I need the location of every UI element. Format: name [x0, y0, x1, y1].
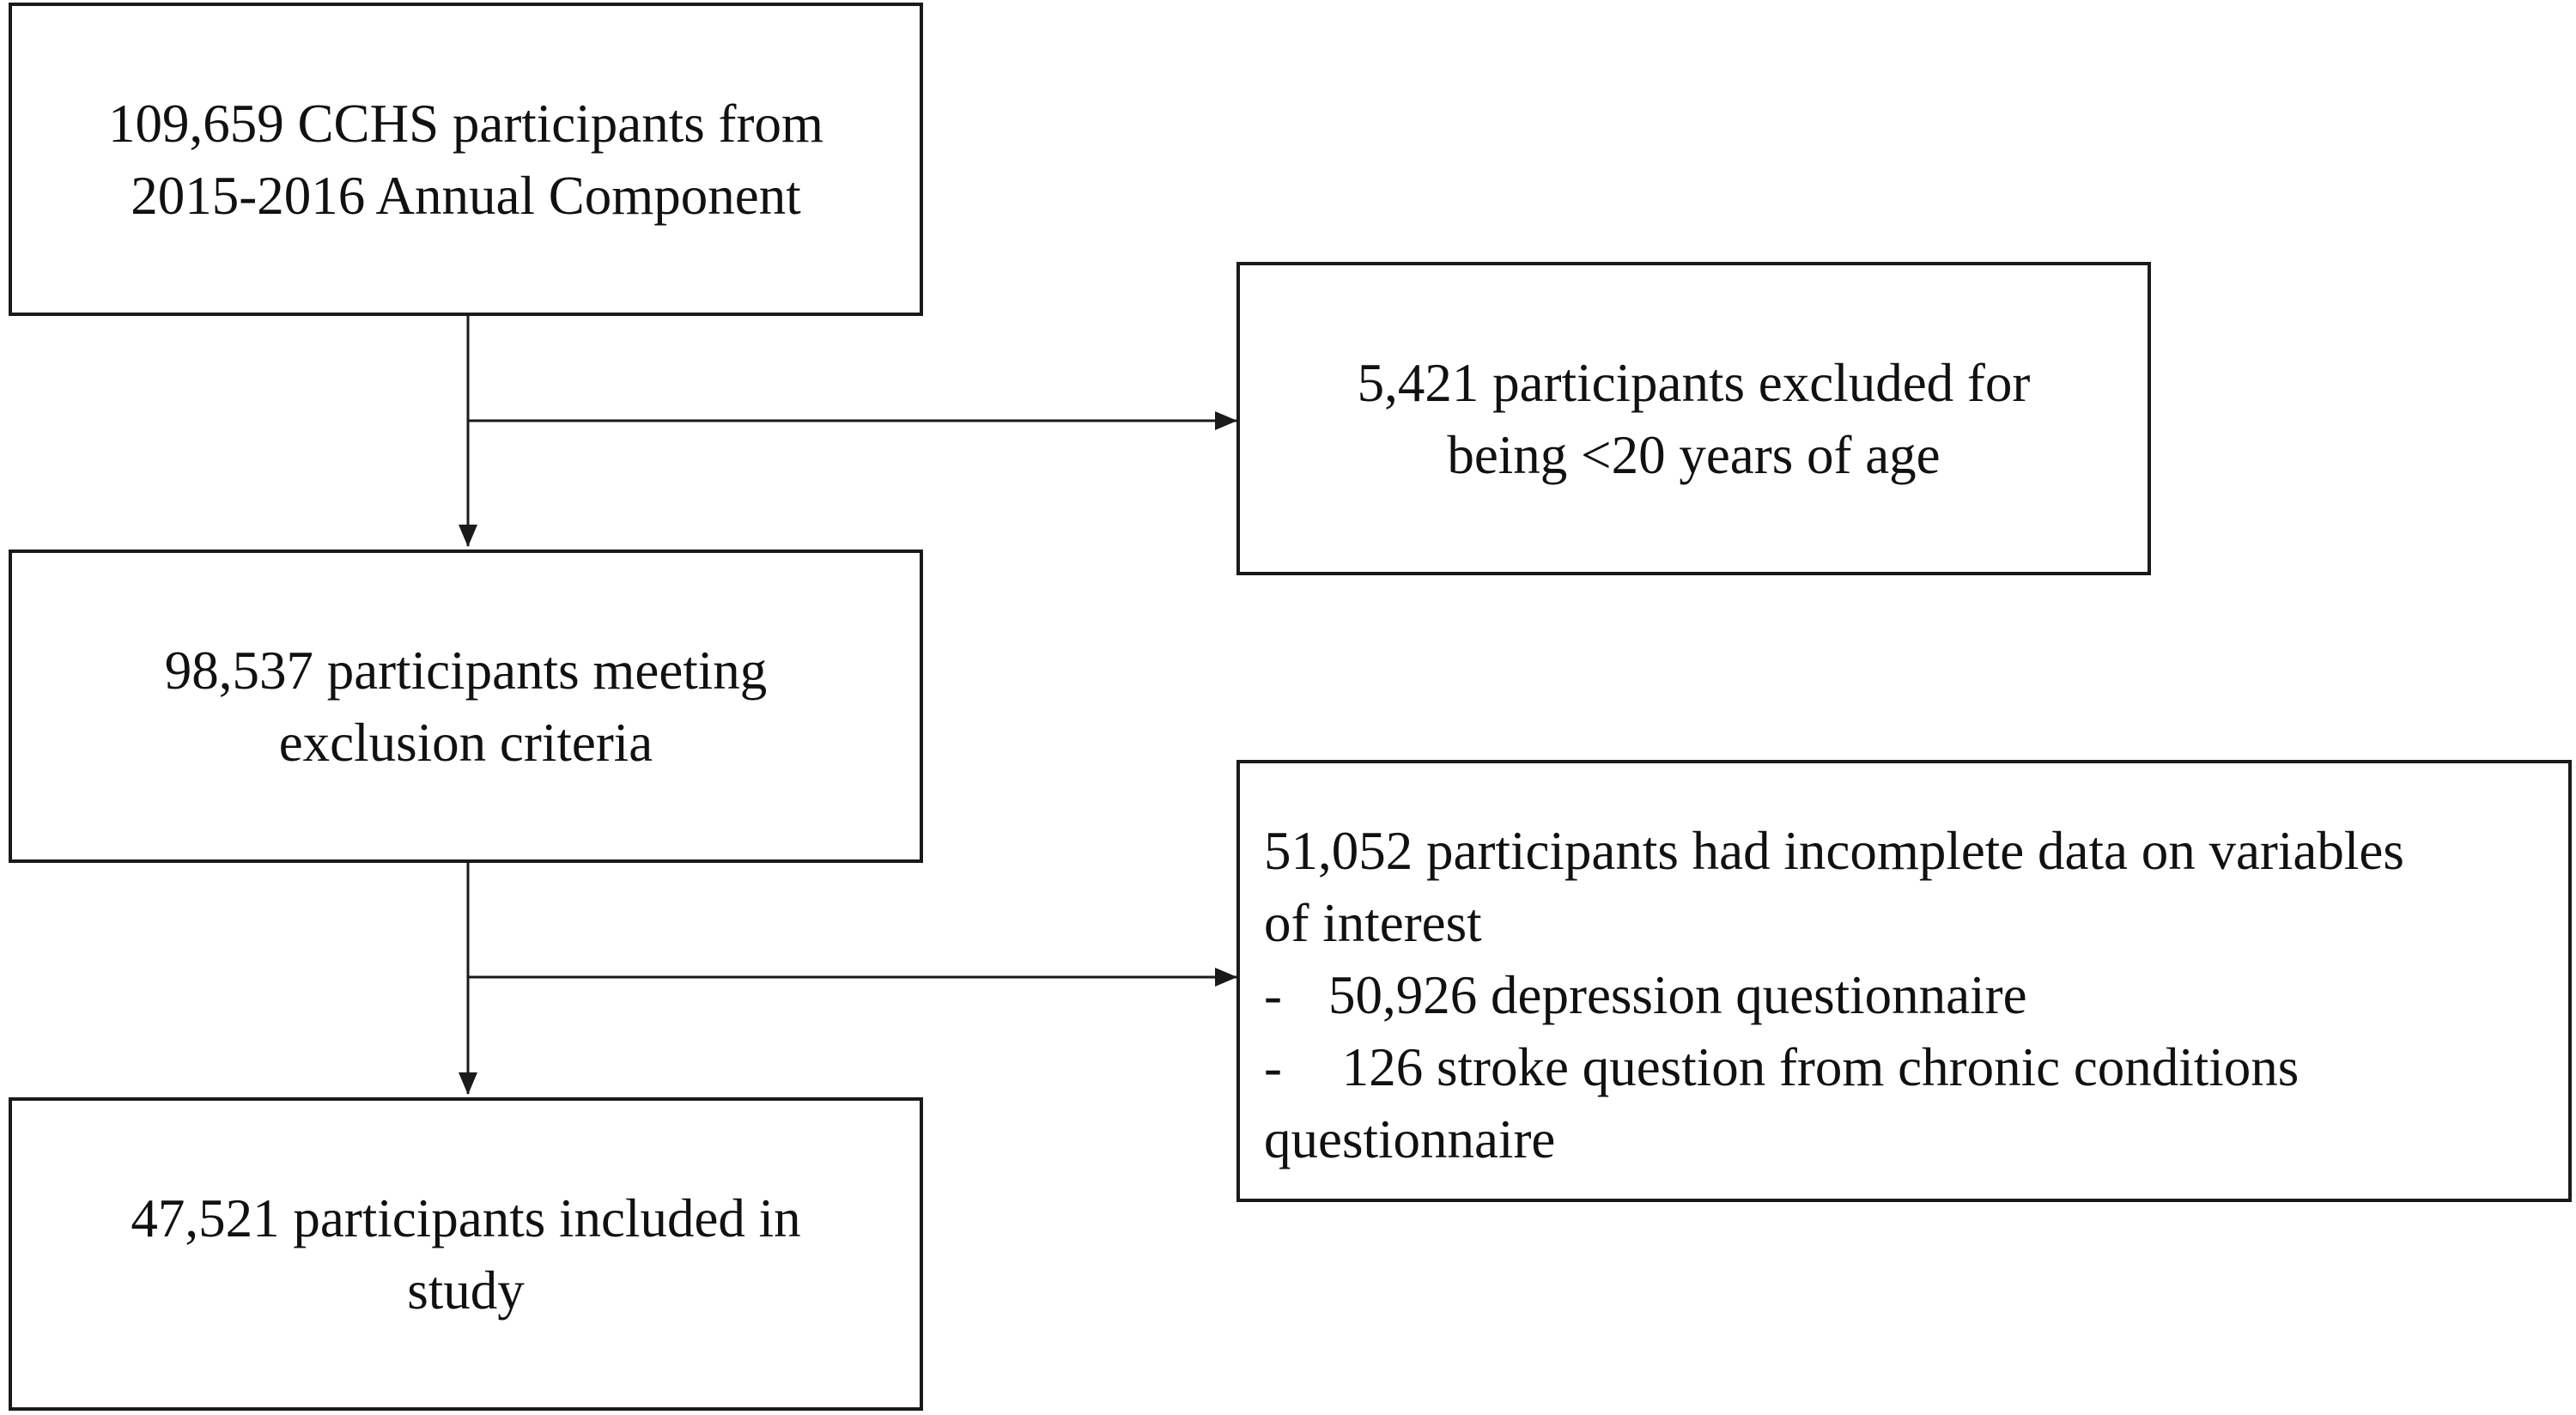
meeting-criteria-line-2: exclusion criteria [278, 712, 653, 773]
included-line-1: 47,521 participants included in [131, 1187, 801, 1248]
incomplete-item-text: 50,926 depression questionnaire [1328, 965, 2027, 1025]
incomplete-item-depression: - 50,926 depression questionnaire [1264, 959, 2568, 1031]
start-box: 109,659 CCHS participants from 2015-2016… [9, 3, 923, 316]
age-exclusion-line-1: 5,421 participants excluded for [1357, 352, 2031, 413]
incomplete-continuation: questionnaire [1264, 1109, 1556, 1169]
incomplete-exclusion-box: 51,052 participants had incomplete data … [1236, 760, 2572, 1202]
incomplete-heading-line-1: 51,052 participants had incomplete data … [1264, 821, 2404, 881]
age-exclusion-box: 5,421 participants excluded for being <2… [1236, 262, 2151, 575]
included-box: 47,521 participants included in study [9, 1097, 923, 1411]
start-line-2: 2015-2016 Annual Component [131, 165, 801, 226]
start-line-1: 109,659 CCHS participants from [108, 93, 823, 154]
bullet-dash: - [1264, 965, 1282, 1025]
age-exclusion-line-2: being <20 years of age [1447, 424, 1941, 485]
incomplete-item-stroke: - 126 stroke question from chronic condi… [1264, 1031, 2568, 1103]
incomplete-heading-line-2: of interest [1264, 893, 1482, 953]
bullet-dash: - [1264, 1037, 1282, 1097]
included-line-2: study [407, 1260, 525, 1321]
incomplete-item-text: 126 stroke question from chronic conditi… [1328, 1037, 2300, 1097]
meeting-criteria-box: 98,537 participants meeting exclusion cr… [9, 550, 923, 863]
meeting-criteria-line-1: 98,537 participants meeting [164, 640, 768, 701]
